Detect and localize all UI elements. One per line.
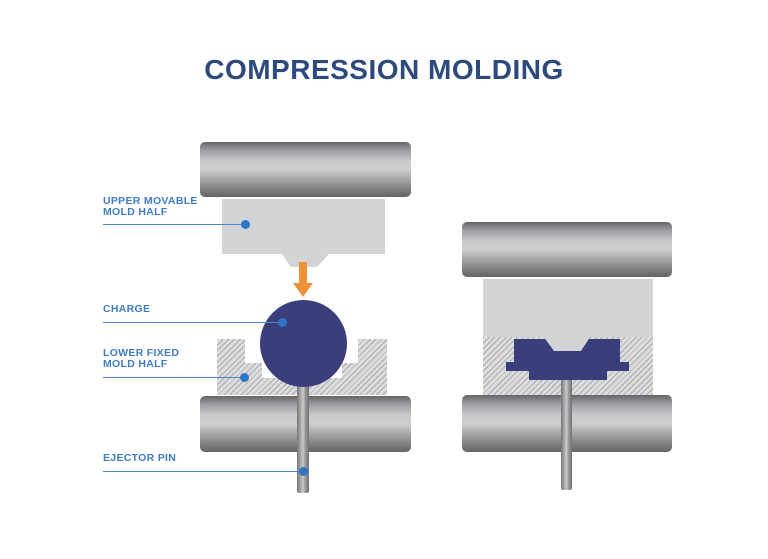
charge-ball: [260, 300, 347, 387]
connector-line: [103, 322, 282, 323]
label-connector-dot: [241, 220, 250, 229]
label-line: EJECTOR PIN: [103, 452, 177, 464]
label-line: MOLD HALF: [103, 206, 168, 218]
label-lower-fixed-mold-half: LOWER FIXED MOLD HALF: [103, 348, 179, 370]
left-upper-mold-plug: [281, 253, 330, 267]
label-connector-dot: [299, 467, 308, 476]
label-connector-dot: [240, 373, 249, 382]
label-line: UPPER MOVABLE: [103, 195, 198, 207]
label-line: CHARGE: [103, 303, 151, 315]
press-down-arrowhead-icon: [293, 283, 313, 297]
left-upper-platen: [200, 142, 411, 197]
right-upper-platen: [462, 222, 672, 277]
right-upper-movable-mold-half: [483, 279, 653, 337]
label-line: LOWER FIXED: [103, 347, 180, 359]
label-ejector-pin: EJECTOR PIN: [103, 453, 176, 464]
left-ejector-pin: [297, 378, 309, 493]
label-charge: CHARGE: [103, 304, 150, 315]
right-ejector-pin: [561, 380, 572, 490]
page-title: COMPRESSION MOLDING: [204, 54, 564, 85]
press-down-arrow-icon: [299, 262, 307, 284]
label-connector-dot: [278, 318, 287, 327]
label-upper-movable-mold-half: UPPER MOVABLE MOLD HALF: [103, 196, 198, 218]
right-upper-mold-plug: [543, 336, 591, 351]
connector-line: [103, 471, 303, 472]
connector-line: [103, 377, 244, 378]
label-line: MOLD HALF: [103, 358, 168, 370]
connector-line: [103, 224, 245, 225]
